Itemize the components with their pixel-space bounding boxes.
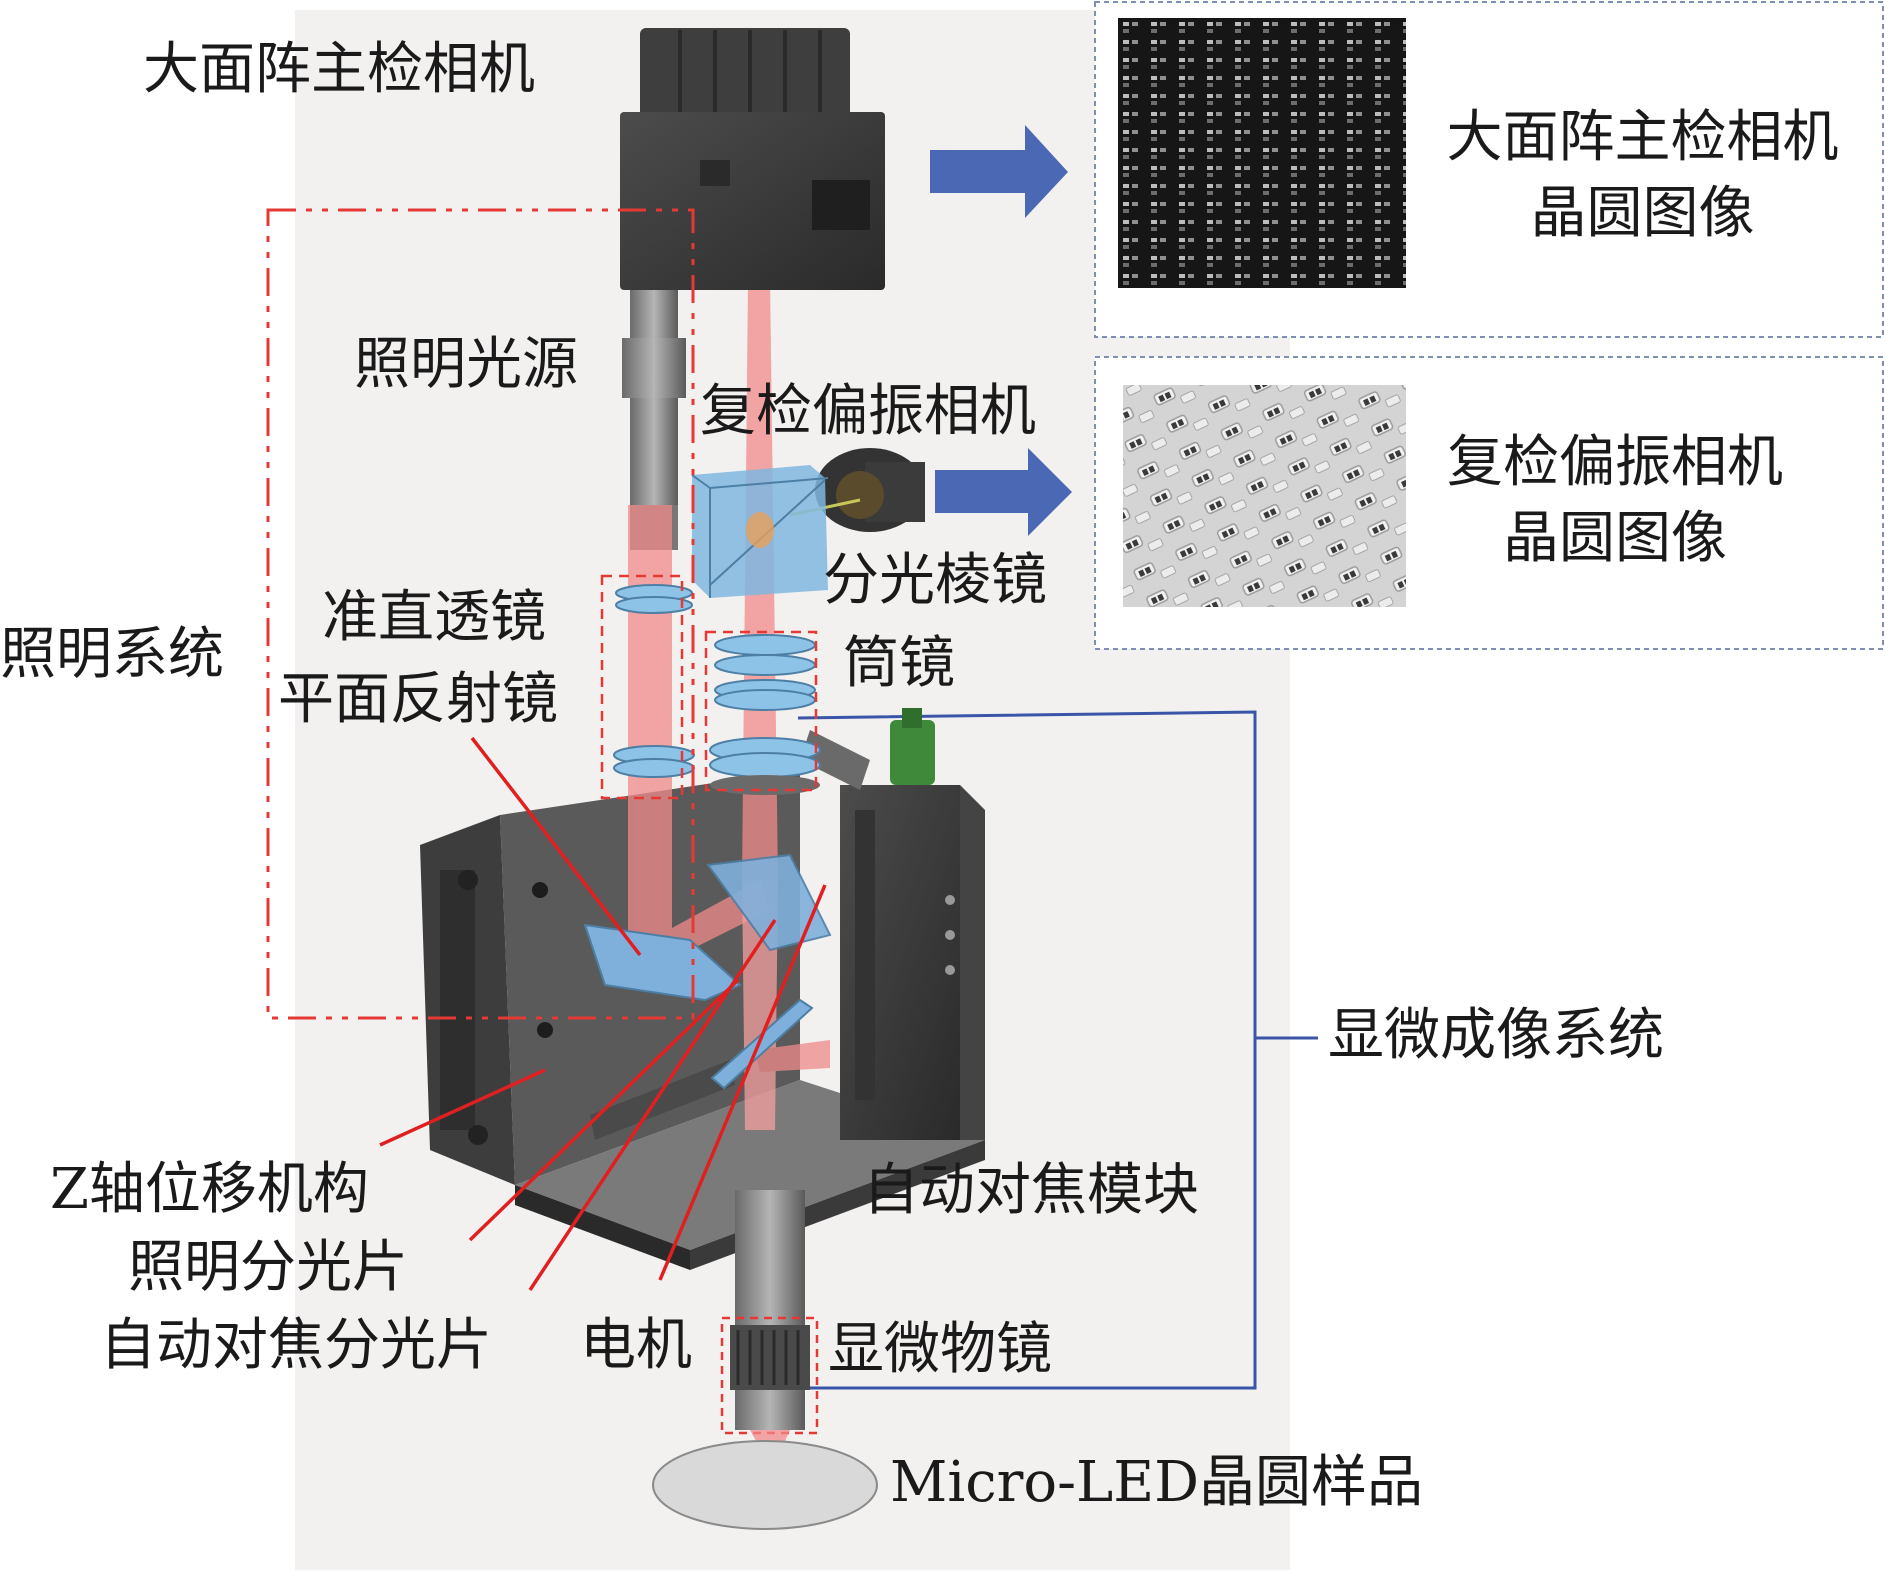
main-camera-body [620,28,885,290]
microscope-objective [730,1190,810,1430]
tube-lens-group [709,634,821,795]
label-review-camera: 复检偏振相机 [700,379,1036,444]
review-image-arrow [935,448,1072,536]
label-objective: 显微物镜 [828,1317,1052,1382]
leader-lines [379,736,827,1291]
label-sample: Micro-LED晶圆样品 [890,1450,1423,1515]
label-illum-splitter: 照明分光片 [128,1235,408,1300]
autofocus-module-body [840,708,985,1140]
main-image-caption-line2: 晶圆图像 [1530,180,1755,246]
label-plane-mirror: 平面反射镜 [278,667,558,732]
review-image-caption: 复检偏振相机 晶圆图像 [1415,425,1815,576]
beam-splitter-prism [691,465,829,598]
review-image-caption-line1: 复检偏振相机 [1447,430,1783,495]
microscope-system-bracket [797,710,1257,1390]
label-tube-lens: 筒镜 [843,631,955,696]
tube-lens-box [704,630,818,792]
label-light-source: 照明光源 [354,332,578,397]
illumination-splitter-plate [706,853,832,952]
autofocus-splitter-plate [710,998,814,1090]
plane-mirror [583,923,742,1002]
wafer-sample [652,1440,878,1530]
tube-support-arm [800,730,870,790]
label-z-axis: Z轴位移机构 [50,1157,369,1222]
label-beam-prism: 分光棱镜 [823,548,1047,613]
main-image-caption-line1: 大面阵主检相机 [1446,105,1839,170]
review-camera-wafer-image [1123,385,1406,607]
label-autofocus-module: 自动对焦模块 [863,1158,1199,1223]
collimating-lens-box [600,574,684,800]
illumination-system-box [266,208,695,1020]
main-camera-wafer-image [1118,18,1406,288]
label-motor: 电机 [580,1313,692,1378]
label-illumination-system: 照明系统 [0,622,224,687]
label-microscope-system: 显微成像系统 [1328,1003,1664,1068]
main-image-caption: 大面阵主检相机 晶圆图像 [1415,100,1870,251]
label-collimating-lens: 准直透镜 [322,585,546,650]
review-image-caption-line2: 晶圆图像 [1503,505,1727,571]
main-image-arrow [930,125,1068,218]
label-main-camera: 大面阵主检相机 [143,37,535,102]
label-af-splitter: 自动对焦分光片 [100,1313,492,1378]
